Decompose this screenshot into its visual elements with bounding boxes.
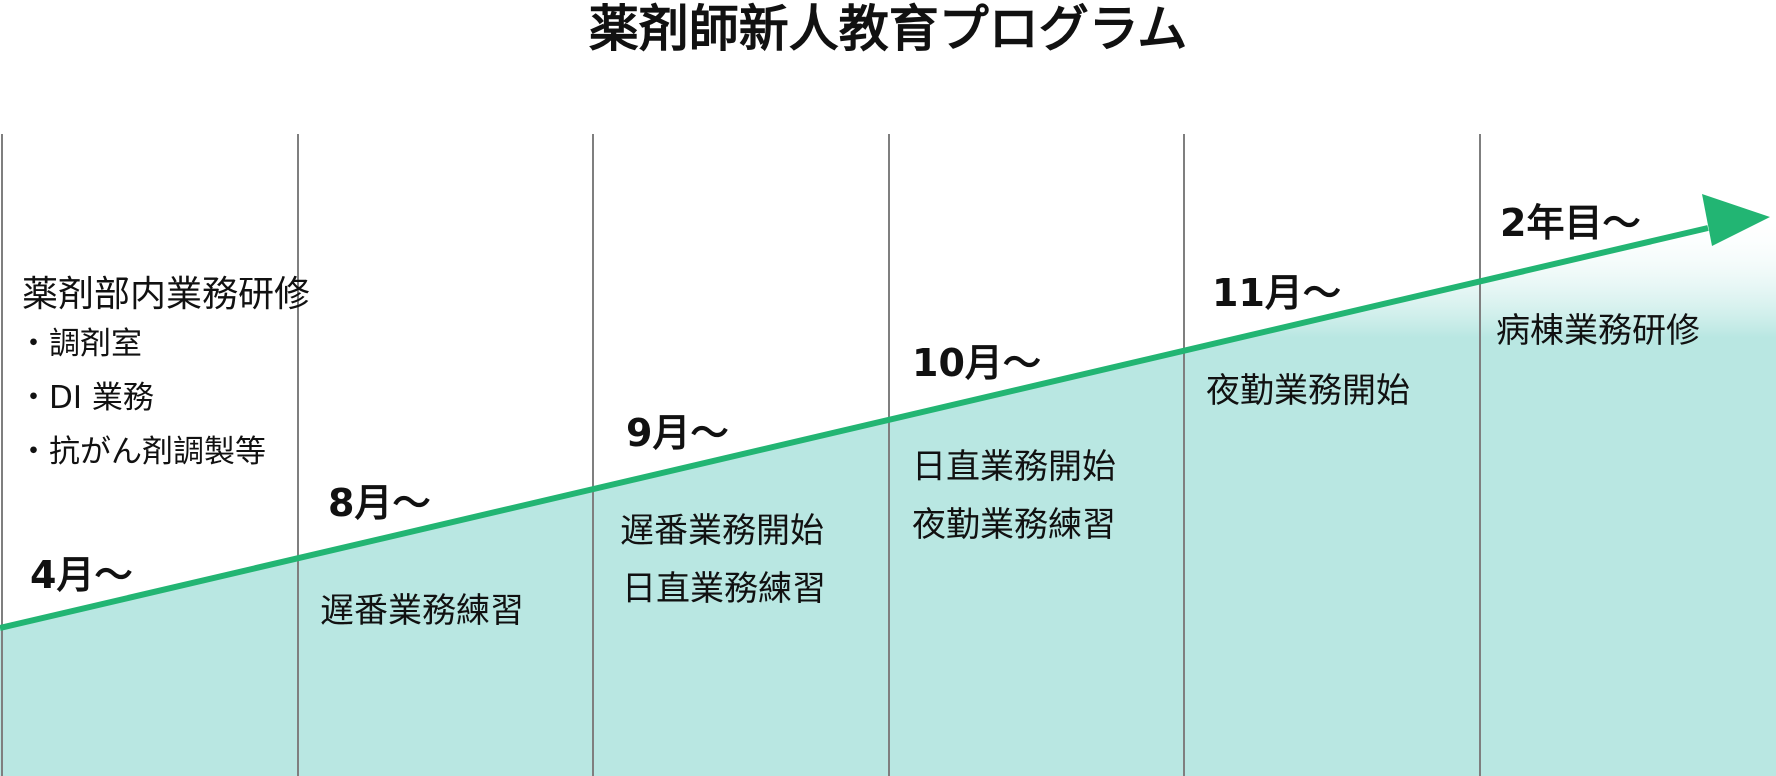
phase-6-month: 2年目〜 (1500, 201, 1640, 245)
phase-1-bullet-1: ・調剤室 (18, 326, 142, 362)
phase-3-line-1: 遅番業務開始 (620, 511, 824, 551)
timeline-arrowhead-icon (1702, 194, 1770, 246)
phase-4-line-2: 夜勤業務練習 (912, 505, 1116, 545)
phase-3-month: 9月〜 (626, 411, 728, 455)
phase-4-month: 10月〜 (912, 341, 1041, 385)
phase-2-line-1: 遅番業務練習 (320, 591, 524, 631)
phase-5-month: 11月〜 (1212, 271, 1341, 315)
phase-4-line-1: 日直業務開始 (912, 447, 1116, 487)
phase-1-bullet-2: ・DI 業務 (18, 380, 154, 416)
timeline-arrow-line (0, 225, 1709, 631)
phase-5-line-1: 夜勤業務開始 (1206, 371, 1410, 411)
page-title: 薬剤師新人教育プログラム (589, 0, 1188, 58)
phase-1-month: 4月〜 (30, 553, 132, 597)
phase-2-month: 8月〜 (328, 481, 430, 525)
column-dividers (1, 134, 1481, 776)
phase-3-line-2: 日直業務練習 (622, 569, 826, 609)
phase-6-line-1: 病棟業務研修 (1496, 311, 1700, 351)
phase-1-heading: 薬剤部内業務研修 (22, 274, 310, 315)
phase-1-bullet-3: ・抗がん剤調製等 (18, 434, 266, 470)
